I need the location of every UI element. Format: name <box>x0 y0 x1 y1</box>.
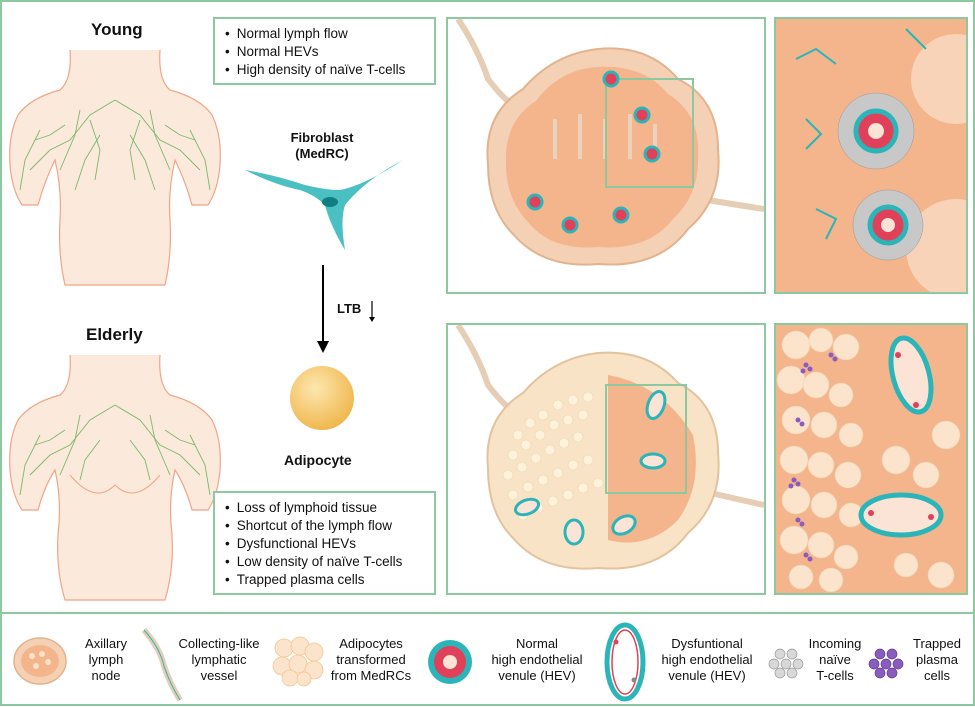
elderly-lymph-node-illustration <box>455 325 764 570</box>
young-torso-illustration <box>9 49 221 286</box>
adipocytes-icon <box>272 636 324 687</box>
plasma-cells-icon <box>868 648 904 679</box>
naive-tcells-icon <box>768 648 804 679</box>
adipocyte-icon <box>290 366 354 430</box>
elderly-bullet: Shortcut of the lymph flow <box>225 517 424 535</box>
young-bullet: Normal HEVs <box>225 43 424 61</box>
young-bullet: High density of naïve T-cells <box>225 61 424 79</box>
dysfunctional-hev-icon <box>604 622 646 702</box>
normal-hev-icon <box>428 640 472 684</box>
elderly-lymph-node-panel <box>446 323 766 595</box>
lymph-node-icon <box>13 637 67 685</box>
elderly-torso-illustration <box>9 354 221 601</box>
young-zoom-panel <box>774 17 968 294</box>
lymphatic-vessel-icon <box>141 628 183 702</box>
elderly-bullet: Loss of lymphoid tissue <box>225 499 424 517</box>
young-lymph-node-panel <box>446 17 766 294</box>
elderly-bullet: Low density of naïve T-cells <box>225 553 424 571</box>
young-lymph-node-illustration <box>455 19 764 266</box>
elderly-bullet: Trapped plasma cells <box>225 571 424 589</box>
young-zoom-illustration <box>795 28 966 292</box>
young-heading: Young <box>91 20 143 39</box>
elderly-zoom-illustration <box>776 327 961 593</box>
young-bullet: Normal lymph flow <box>225 25 424 43</box>
ltb-label: LTB <box>337 301 362 316</box>
fibroblast-cell-icon <box>245 160 403 250</box>
young-features-box: Normal lymph flow Normal HEVs High densi… <box>213 17 436 85</box>
ltb-arrow <box>317 265 375 353</box>
elderly-features-box: Loss of lymphoid tissue Shortcut of the … <box>213 491 436 595</box>
elderly-zoom-panel <box>774 323 968 595</box>
fibroblast-label: Fibroblast (MedRC) <box>290 130 354 161</box>
adipocyte-label: Adipocyte <box>284 452 352 468</box>
elderly-bullet: Dysfunctional HEVs <box>225 535 424 553</box>
elderly-heading: Elderly <box>86 325 143 344</box>
